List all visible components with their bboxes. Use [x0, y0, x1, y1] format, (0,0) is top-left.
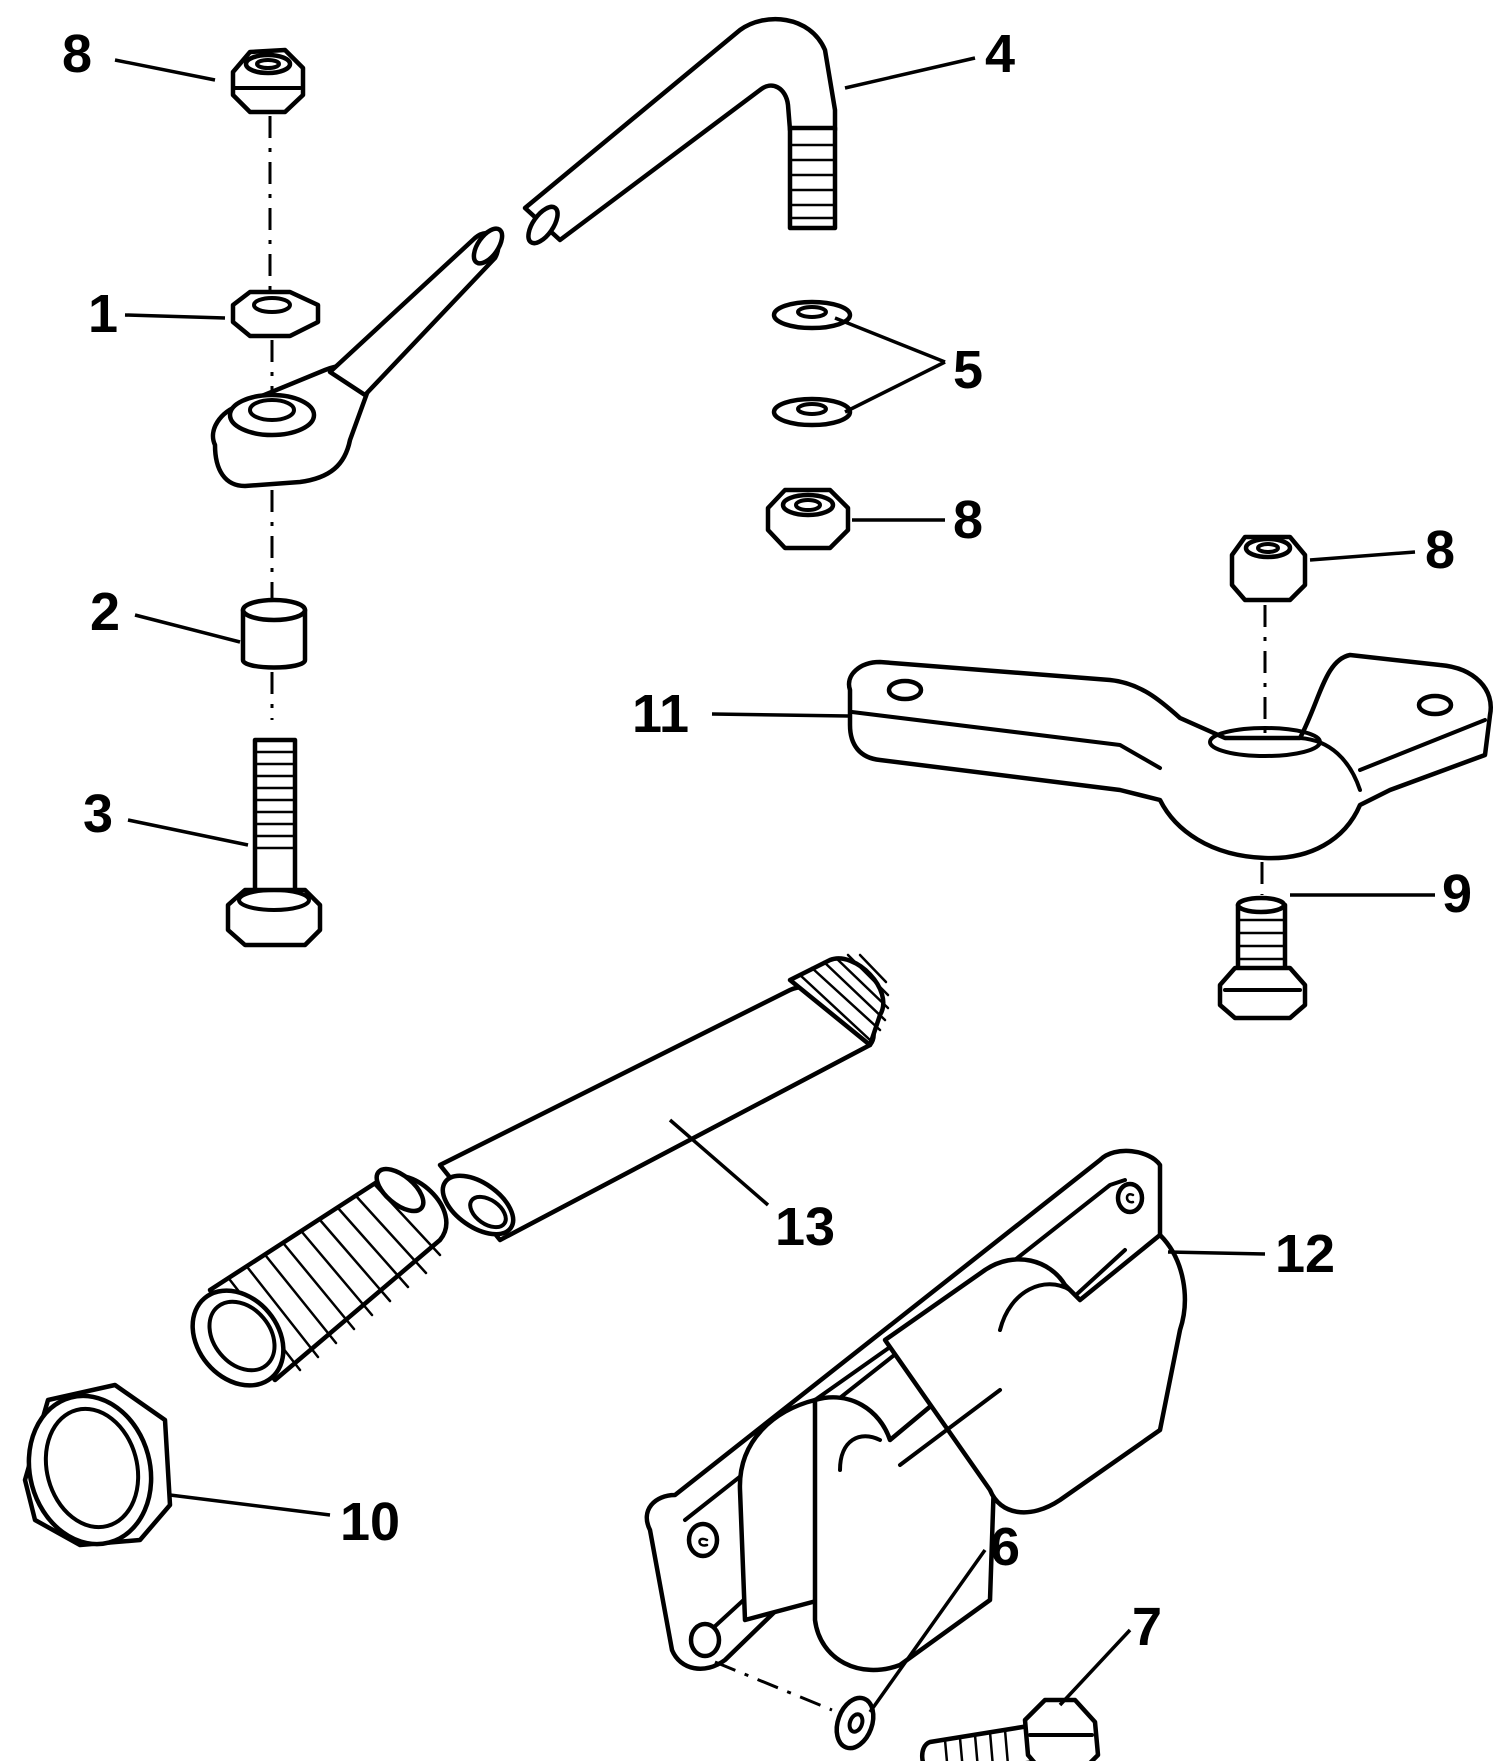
- callout-12: 12: [1275, 1224, 1335, 1284]
- part-8-locknut-middle: [765, 487, 851, 551]
- leader-lines: [114, 56, 1435, 1714]
- part-3-bolt: [225, 737, 323, 948]
- part-10-large-nut: [22, 1382, 173, 1548]
- callout-5: 5: [953, 340, 983, 400]
- part-7-screw: [920, 1697, 1101, 1761]
- part-5-washers: [771, 299, 853, 428]
- part-8-locknut-right: [1229, 534, 1308, 603]
- callout-8-right: 8: [1425, 520, 1455, 580]
- part-8-locknut-top: [230, 47, 306, 115]
- part-11-steering-arm: [846, 652, 1493, 861]
- callout-labels: 8 4 1 5 8 2 8 11 3 9 13 12 10 6 7: [62, 24, 1472, 1657]
- callout-6: 6: [990, 1517, 1020, 1577]
- callout-2: 2: [90, 582, 120, 642]
- part-4-steering-link-rod: [210, 16, 838, 489]
- part-13-tube: [190, 953, 890, 1388]
- callout-13: 13: [775, 1197, 835, 1257]
- callout-8-top: 8: [62, 24, 92, 84]
- part-2-bushing: [240, 490, 308, 670]
- callout-4: 4: [985, 24, 1015, 84]
- part-12-cable-support: [644, 1148, 1187, 1673]
- callout-1: 1: [88, 284, 118, 344]
- part-9-bolt: [1217, 895, 1308, 1021]
- callout-9: 9: [1442, 864, 1472, 924]
- callout-3: 3: [83, 784, 113, 844]
- callout-8-middle: 8: [953, 490, 983, 550]
- callout-11: 11: [632, 684, 689, 744]
- callout-7: 7: [1132, 1597, 1162, 1657]
- part-1-hex-nut: [230, 289, 321, 339]
- part-6-washer: [714, 1660, 876, 1751]
- callout-10: 10: [340, 1492, 400, 1552]
